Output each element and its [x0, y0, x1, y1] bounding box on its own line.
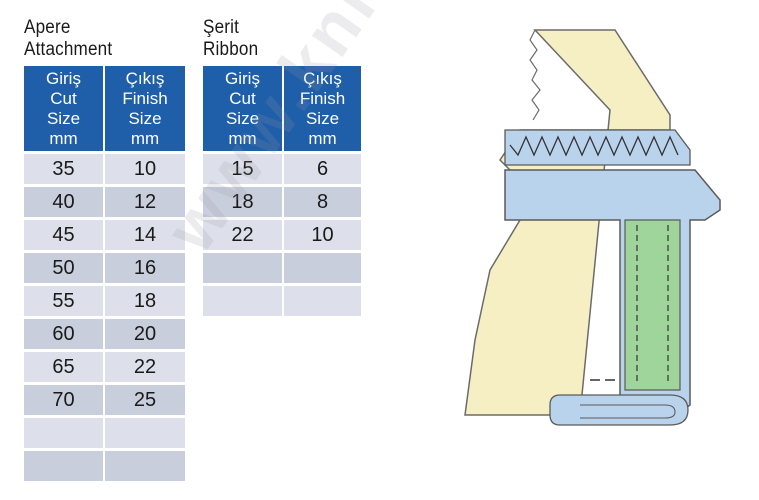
serit-title-line2: Ribbon: [203, 39, 259, 60]
zigzag-stitch: [509, 135, 679, 157]
table-row: [203, 283, 361, 316]
apere-table: Giriş Cut Size mm Çıkış Finish Size mm 3…: [24, 66, 185, 481]
table-row: [203, 250, 361, 283]
serit-header-finish: Çıkış Finish Size mm: [284, 66, 361, 151]
table-row: [24, 448, 185, 481]
apere-title-line1: Apere: [24, 17, 71, 38]
apere-header-cut: Giriş Cut Size mm: [24, 66, 105, 151]
serit-title-line1: Şerit: [203, 17, 240, 38]
table-row: [24, 415, 185, 448]
green-ribbon: [624, 219, 681, 391]
yellow-fabric-edge: [529, 29, 541, 121]
serit-title: Şerit Ribbon: [203, 17, 258, 61]
apere-title: Apere Attachment: [24, 17, 112, 61]
serit-table: Giriş Cut Size mm Çıkış Finish Size mm 1…: [203, 66, 361, 316]
fabric-fold-illustration: [464, 29, 721, 426]
serit-header-cut: Giriş Cut Size mm: [203, 66, 284, 151]
apere-header-finish: Çıkış Finish Size mm: [105, 66, 185, 151]
apere-title-line2: Attachment: [24, 39, 113, 60]
stitch-band: [504, 129, 691, 166]
curl-inner: [580, 404, 676, 419]
bottom-curl: [549, 394, 689, 426]
